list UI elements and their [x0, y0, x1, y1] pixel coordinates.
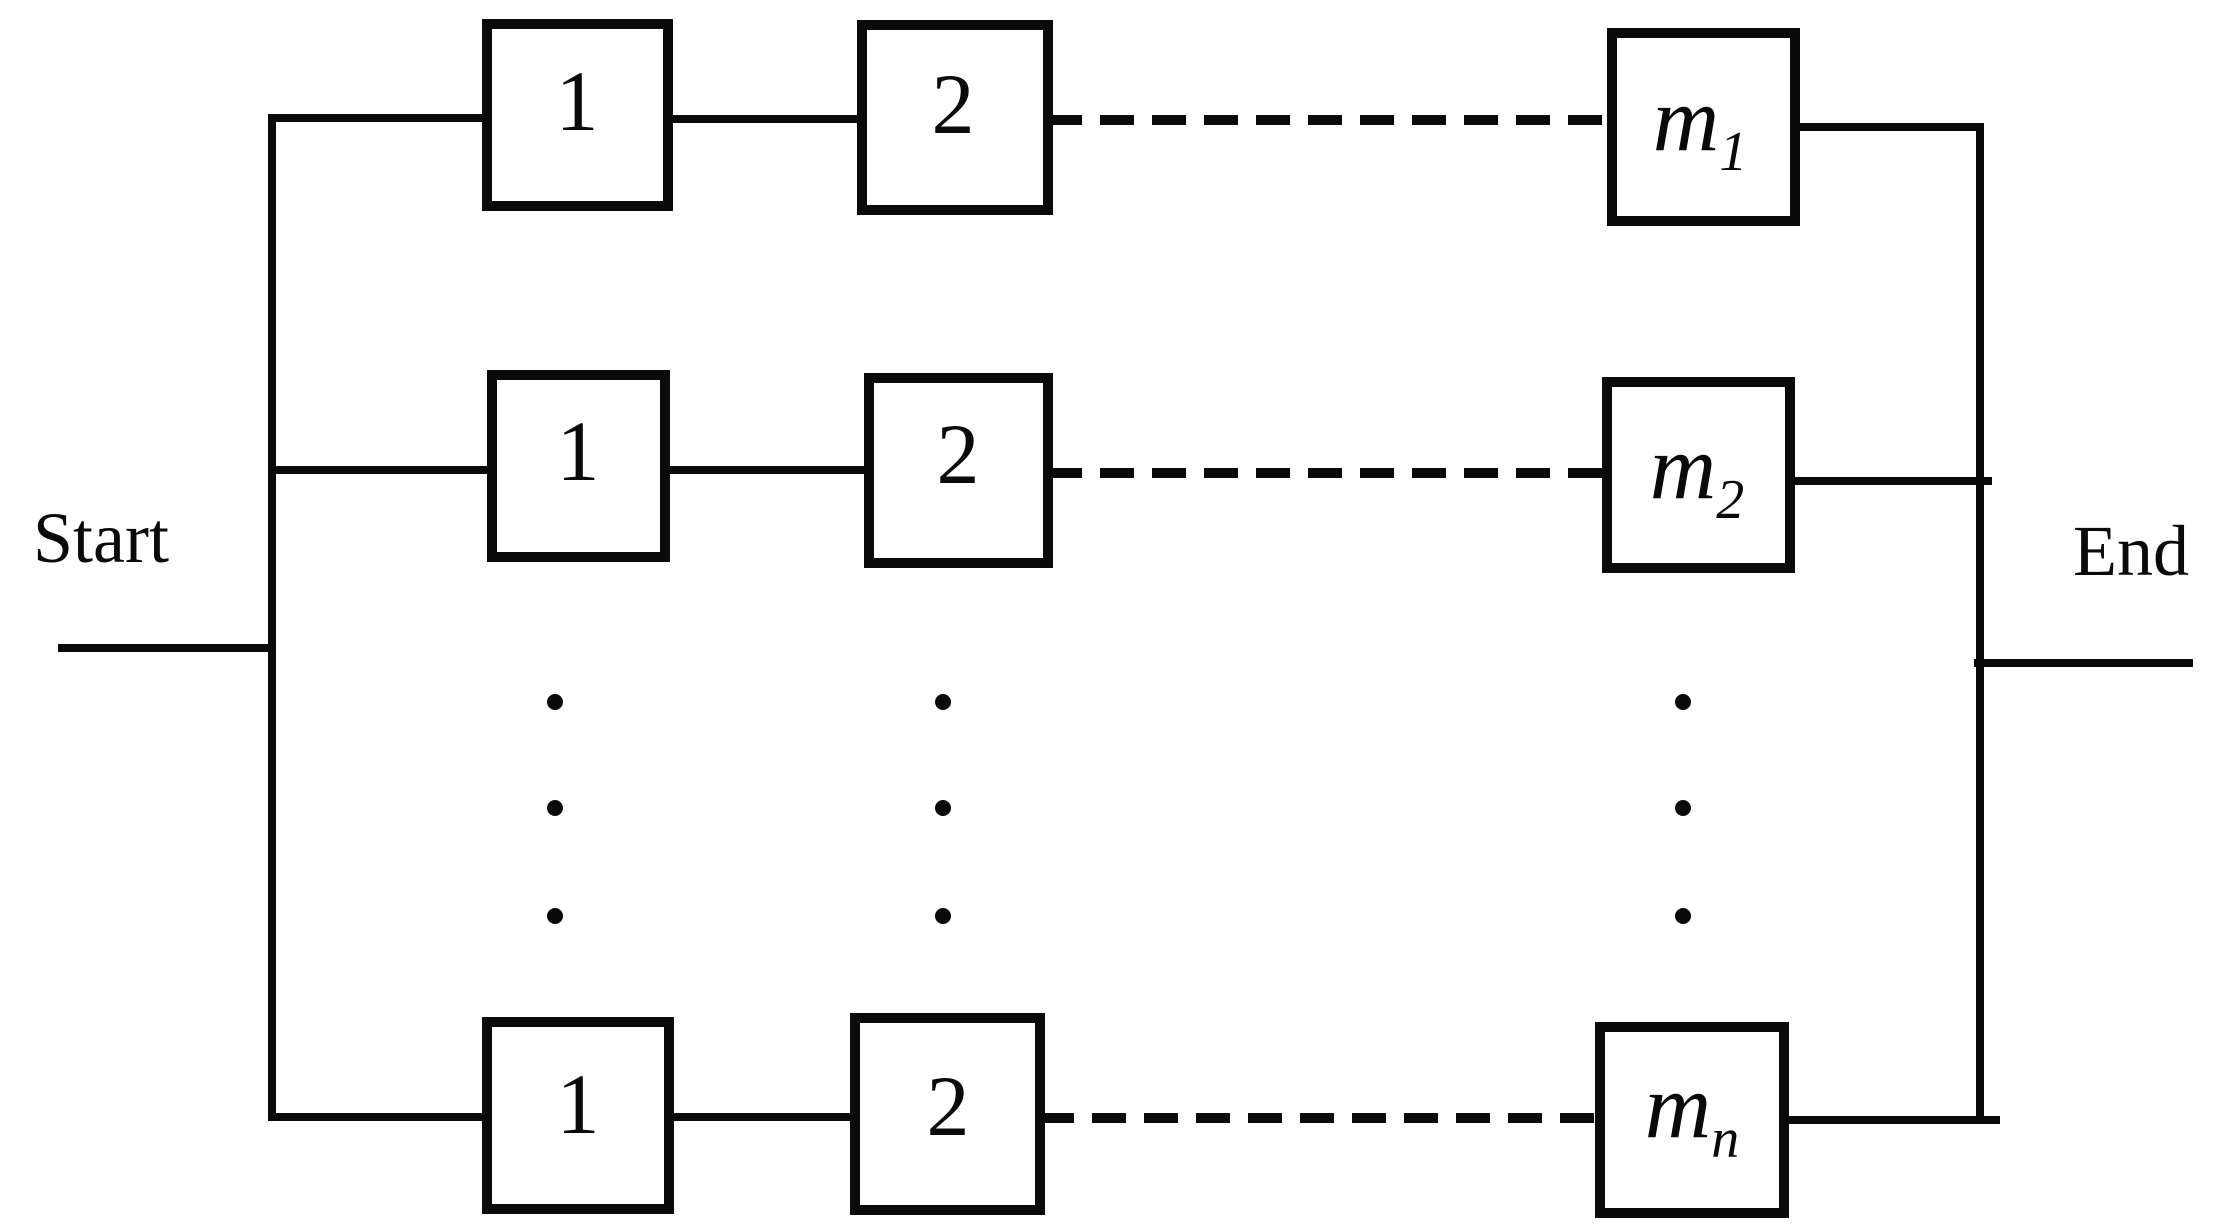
- mn-subscript: n: [1711, 1108, 1739, 1170]
- end-terminal: End: [1974, 511, 2193, 667]
- component-box-1-label: 1: [556, 53, 599, 149]
- component-box-2-label: 2: [932, 56, 975, 152]
- ellipsis-dot: [547, 694, 563, 710]
- branch-row-1: 1 2 m1: [482, 19, 1800, 226]
- input-bus-line: [268, 114, 487, 1121]
- ellipsis-dot: [935, 694, 951, 710]
- component-box-1: [482, 1017, 674, 1214]
- ellipsis-dot: [935, 800, 951, 816]
- component-box-1: [487, 370, 670, 562]
- component-box-2: [864, 373, 1053, 568]
- component-box-1-label: 1: [557, 403, 600, 499]
- m1-base: m: [1653, 68, 1719, 170]
- branch-row-n: 1 2 mn: [482, 1013, 2000, 1218]
- m1-subscript: 1: [1719, 121, 1747, 183]
- mn-base: m: [1645, 1055, 1711, 1157]
- component-box-m1-label: m1: [1653, 68, 1747, 183]
- branch-row-2: 1 2 m2: [272, 370, 1992, 573]
- ellipsis-dot: [935, 908, 951, 924]
- component-box-2: [857, 20, 1053, 215]
- m2-subscript: 2: [1716, 469, 1744, 531]
- component-box-1: [482, 19, 673, 211]
- component-box-m2-label: m2: [1650, 416, 1744, 531]
- start-terminal: Start: [33, 498, 276, 652]
- component-box-mn-label: mn: [1645, 1055, 1739, 1170]
- end-label: End: [2073, 511, 2189, 591]
- output-bus-line: [1795, 123, 1984, 1124]
- ellipsis-dot: [547, 908, 563, 924]
- component-box-2-label: 2: [927, 1058, 970, 1154]
- m2-base: m: [1650, 416, 1716, 518]
- ellipsis-dot: [1675, 800, 1691, 816]
- component-box-mn: [1595, 1022, 1789, 1218]
- component-box-m2: [1602, 377, 1795, 573]
- vertical-ellipsis-column-2: [935, 694, 951, 924]
- component-box-2: [850, 1013, 1045, 1215]
- component-box-m1: [1607, 28, 1800, 226]
- component-box-2-label: 2: [937, 406, 980, 502]
- start-label: Start: [33, 498, 169, 578]
- ellipsis-dot: [1675, 908, 1691, 924]
- vertical-ellipsis-column-3: [1675, 694, 1691, 924]
- ellipsis-dot: [547, 800, 563, 816]
- ellipsis-dot: [1675, 694, 1691, 710]
- component-box-1-label: 1: [557, 1056, 600, 1152]
- vertical-ellipsis-column-1: [547, 694, 563, 924]
